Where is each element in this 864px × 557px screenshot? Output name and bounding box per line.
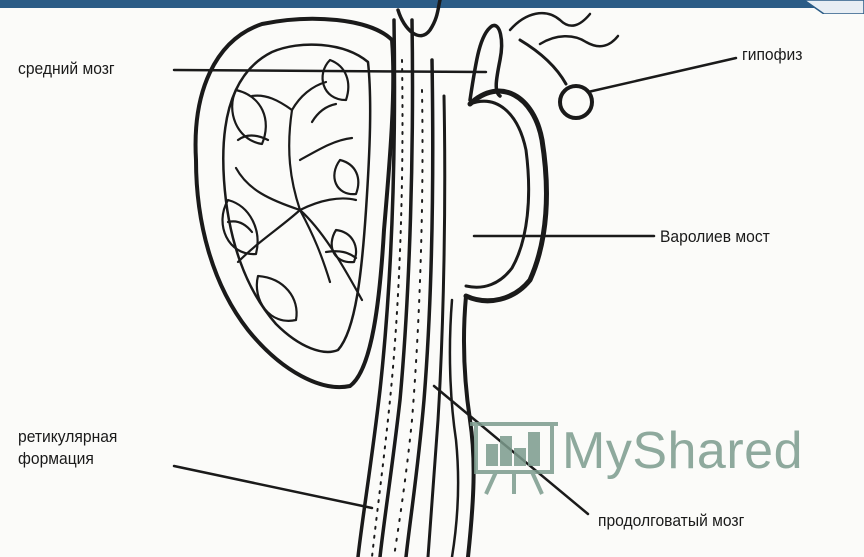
medulla-inner [450, 300, 458, 557]
label-midbrain: средний мозг [18, 58, 115, 80]
infundibulum [520, 40, 566, 84]
midbrain-tectum [398, 0, 440, 36]
pituitary-gland [560, 86, 592, 118]
label-pituitary: гипофиз [742, 44, 802, 66]
watermark-text: MyShared [562, 421, 803, 481]
label-reticular-formation: ретикулярная формация [18, 426, 117, 470]
hypothalamus-wisp [510, 13, 590, 30]
presentation-board-icon [470, 416, 558, 496]
cerebellum-folia [223, 60, 359, 321]
label-pons: Варолиев мост [660, 226, 770, 248]
pons-inner [466, 101, 529, 287]
pons-outline [466, 91, 546, 301]
label-medulla: продолговатый мозг [598, 510, 744, 532]
hypothalamus-wisp-2 [540, 36, 618, 46]
